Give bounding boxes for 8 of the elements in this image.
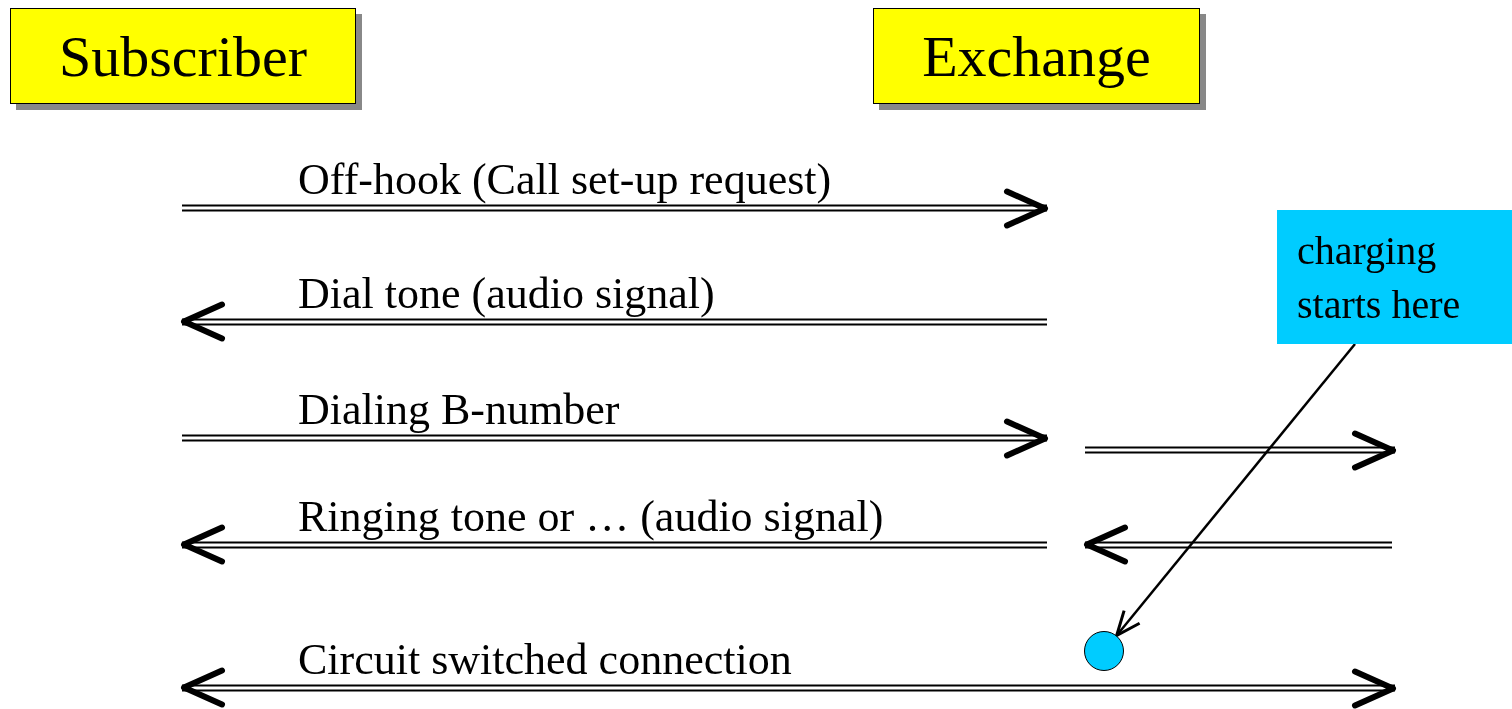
message-label: Dialing B-number bbox=[298, 388, 620, 432]
event-dot bbox=[1084, 631, 1124, 671]
message-label: Ringing tone or … (audio signal) bbox=[298, 495, 884, 539]
message-label: Circuit switched connection bbox=[298, 638, 792, 682]
message-label: Dial tone (audio signal) bbox=[298, 272, 715, 316]
message-label: Off-hook (Call set-up request) bbox=[298, 158, 832, 202]
note-box: charging starts here bbox=[1277, 210, 1512, 344]
leader-arrow bbox=[1115, 343, 1356, 637]
